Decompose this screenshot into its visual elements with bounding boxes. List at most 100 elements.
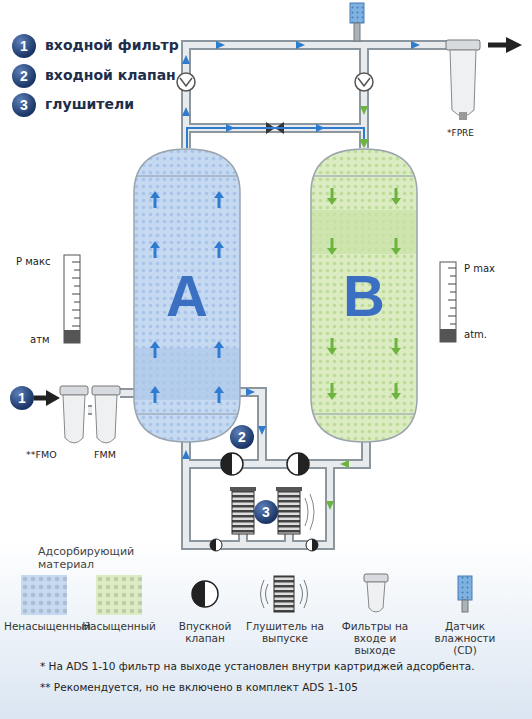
outlet-filter (446, 40, 480, 120)
callout-text: входной фильтр (45, 37, 179, 53)
pressure-gauge (440, 262, 456, 342)
vessel-letter: A (133, 262, 241, 329)
legend-silencer-icon (261, 576, 308, 612)
flow-arrow (154, 198, 157, 208)
adsorber-vessel: A (133, 148, 241, 443)
flow-arrow (331, 188, 334, 198)
outlet-arrow (488, 43, 508, 48)
vessel-border (134, 149, 240, 442)
arrow-head (359, 139, 369, 148)
pipe (186, 442, 366, 464)
legend-swatch (96, 575, 142, 615)
flow-arrow (246, 388, 255, 396)
adsorber-vessel: B (310, 148, 418, 443)
legend-valve-icon (192, 581, 218, 607)
flow-arrow (331, 383, 334, 393)
legend-text: Фильтры на входе и выходе (335, 620, 415, 656)
flow-arrow (214, 386, 224, 393)
legend-text: Глушитель на выпуске (245, 620, 325, 644)
flow-arrow (182, 55, 190, 64)
inlet-valve (221, 453, 243, 475)
silencer (276, 487, 314, 534)
flow-arrow (331, 338, 334, 348)
legend-sensor-icon (458, 576, 472, 612)
pipe (120, 388, 134, 398)
callout-text: глушители (45, 96, 134, 112)
vessel-border (311, 149, 417, 442)
flow-arrow (395, 383, 398, 393)
note-text: Адсорбирующий материал (38, 546, 158, 571)
legend-text: Датчик влажности (CD) (425, 620, 505, 656)
flow-arrow (150, 386, 160, 393)
flow-arrow (154, 348, 157, 358)
flow-arrow (214, 191, 224, 198)
flow-arrow (327, 198, 337, 205)
connector-line (187, 128, 364, 148)
vessel-fill (311, 149, 417, 442)
legend-filter-icon (364, 574, 388, 612)
pipe (240, 534, 246, 545)
part-label: P макс (16, 256, 50, 268)
flow-arrow (395, 338, 398, 348)
pipe (186, 45, 480, 148)
legend-text: Насыщенный (79, 620, 159, 632)
pipe (286, 534, 292, 545)
flow-arrow (218, 393, 221, 403)
part-label: atm. (464, 329, 487, 341)
silencer (230, 487, 256, 534)
flow-arrow (218, 198, 221, 208)
part-label: атм (30, 334, 50, 346)
part-label: FMM (94, 450, 116, 461)
pipe (88, 407, 92, 413)
flow-arrow (150, 241, 160, 248)
callout-number: 1 (12, 34, 36, 58)
purge-connector (187, 128, 369, 148)
flow-arrow (216, 41, 225, 49)
flow-arrow (395, 188, 398, 198)
part-label: **FMO (26, 450, 57, 461)
callout-number: 1 (10, 386, 34, 410)
flow-arrow (360, 106, 368, 115)
inlet-arrow (46, 390, 60, 406)
flow-arrow (150, 341, 160, 348)
flow-arrow (154, 248, 157, 258)
pipe (186, 464, 330, 545)
pipe (186, 45, 480, 148)
flow-arrow (214, 241, 224, 248)
callout-number: 3 (12, 93, 36, 117)
flow-arrow (326, 501, 334, 510)
inlet-valve (287, 453, 309, 475)
legend-swatch (21, 575, 67, 615)
note-text: ** Рекомендуется, но не включено в компл… (40, 681, 358, 693)
inlet-filter (92, 386, 120, 443)
flow-arrow (327, 393, 337, 400)
humidity-sensor (350, 3, 364, 41)
layer-band (134, 348, 240, 400)
part-label: *FPRE (447, 128, 474, 138)
layer-band (311, 210, 417, 254)
flow-arrow (258, 426, 266, 435)
flow-arrow (296, 41, 305, 49)
flow-arrow (391, 393, 401, 400)
flow-arrow (214, 341, 224, 348)
inlet-filter (60, 386, 88, 443)
flow-arrow (395, 238, 398, 248)
legend-text: Ненасыщенный (4, 620, 84, 632)
callout-number: 3 (254, 500, 278, 524)
legend-text: Впускной клапан (165, 620, 245, 644)
flow-arrow (218, 248, 221, 258)
vessel-letter: B (310, 262, 418, 329)
flow-arrow (331, 238, 334, 248)
callout-number: 2 (12, 64, 36, 88)
check-valve (177, 73, 195, 91)
pipe (120, 390, 134, 396)
inlet-arrow (34, 396, 48, 401)
flow-arrow (327, 348, 337, 355)
flow-arrow (391, 198, 401, 205)
flow-arrow (340, 460, 349, 468)
pipe (186, 464, 330, 545)
callout-text: входной клапан (45, 67, 176, 83)
flow-arrow (150, 191, 160, 198)
check-valve (355, 73, 373, 91)
pipe (186, 442, 366, 464)
